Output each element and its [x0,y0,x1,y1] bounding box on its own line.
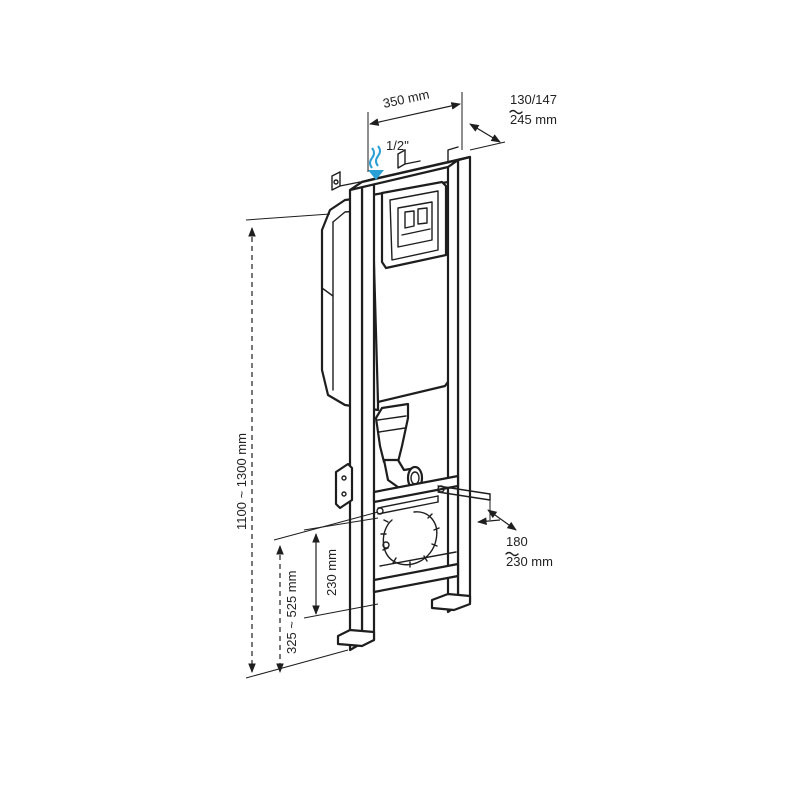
depth-label-line1: 130/147 [510,92,557,107]
frame-left-upright [348,177,376,652]
width-label: 350 mm [382,86,431,110]
bolt-length-dimension [477,498,517,531]
foot-right [430,592,472,612]
bolt-length-tilde-mark [505,551,519,557]
bolt-length-label-line2: 230 mm [506,554,553,569]
foot-left [336,628,376,648]
depth-label-line2: 245 mm [510,112,557,127]
bolt-length-label-line1: 180 [506,534,528,549]
wall-bracket-top-left [331,171,361,191]
drain-height-dimension [303,517,379,619]
drain-connector [380,511,440,568]
depth-tilde-mark [509,109,523,115]
mounting-bolt-left [376,495,439,515]
frame-bottom-crossbar [372,551,460,594]
bolt-height-range-label: 325 ~ 525 mm [284,571,299,654]
flush-pipe [374,402,424,492]
total-height-label: 1100 ~ 1300 mm [234,433,249,530]
water-inlet-label: 1/2'' [386,138,409,153]
width-dimension [367,92,463,172]
flush-plate-mount [380,180,448,270]
frame-right-upright [446,155,472,614]
frame-top-crossbar [348,155,472,192]
wall-bracket-top-right [397,146,459,169]
side-wall-bracket [334,462,354,510]
water-flow-arrow-icon [368,145,384,180]
drain-height-label: 230 mm [324,549,339,596]
mounting-bolt-right [437,485,491,501]
total-height-dimension [245,213,349,679]
depth-dimension [469,123,506,151]
frame-middle-crossbar [372,474,460,504]
